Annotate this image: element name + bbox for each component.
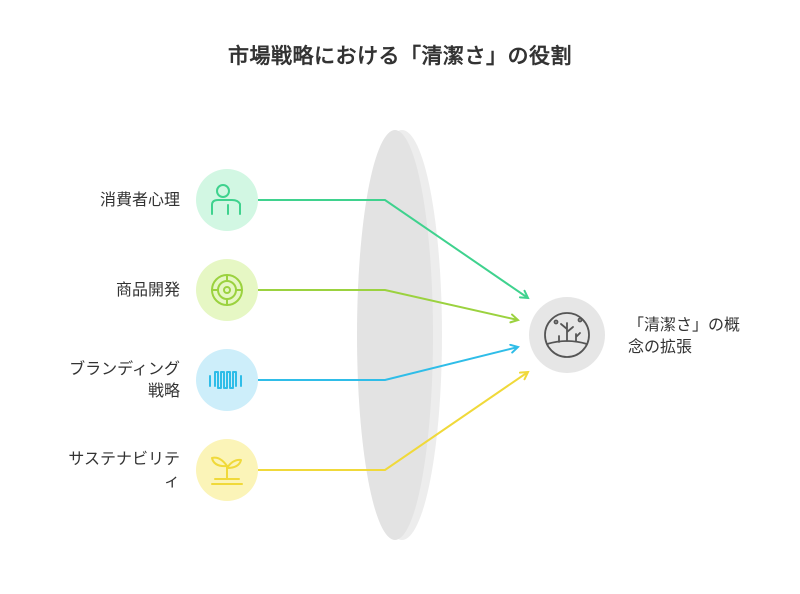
head-person-icon [211, 184, 241, 215]
input-label-1: 消費者心理 [99, 190, 180, 209]
desert-plant-icon [544, 312, 590, 358]
input-label-4: サステナビリテ ィ [68, 449, 180, 490]
diagram-title: 市場戦略における「清潔さ」の役割 [228, 44, 572, 68]
connector-line-2 [258, 289, 518, 320]
node-sustainability [196, 439, 258, 501]
lens-shape [357, 130, 442, 540]
waveform-icon [209, 371, 242, 389]
node-consumer-psychology [196, 169, 258, 231]
connector-line-1 [258, 199, 528, 298]
output-label: 「清潔さ」の概 念の拡張 [628, 315, 741, 356]
input-label-3: ブランディング 戦略 [69, 359, 180, 400]
target-wheel-icon [211, 274, 243, 306]
connector-line-3 [258, 347, 518, 381]
connector-line-4 [258, 372, 528, 471]
node-output [529, 297, 605, 373]
node-branding-strategy [196, 349, 258, 411]
seedling-icon [211, 456, 243, 485]
input-label-2: 商品開発 [115, 280, 180, 299]
node-product-development [196, 259, 258, 321]
